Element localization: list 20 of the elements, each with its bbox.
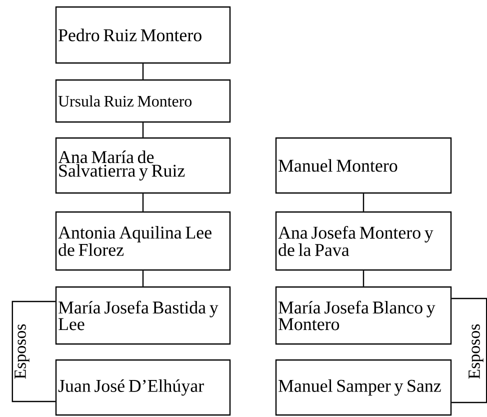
connector-line xyxy=(362,270,364,286)
connector-line xyxy=(362,194,364,212)
connector-line xyxy=(142,64,144,80)
person-box: Ana María de Salvatierra y Ruiz xyxy=(55,137,231,194)
bracket-line xyxy=(12,300,56,402)
person-box: María Josefa Blanco y Montero xyxy=(275,286,452,345)
person-box: Ursula Ruiz Montero xyxy=(55,79,231,123)
edge-label: Esposos xyxy=(14,322,30,380)
bracket-line xyxy=(452,298,487,404)
person-box: Manuel Samper y Sanz xyxy=(275,359,452,416)
edge-label: Esposos xyxy=(468,322,484,380)
person-box: Juan José D’Elhúyar xyxy=(55,359,231,416)
connector-line xyxy=(142,122,144,138)
person-box: Manuel Montero xyxy=(275,137,452,194)
person-box: María Josefa Bastida y Lee xyxy=(55,286,231,345)
connector-line xyxy=(142,270,144,286)
person-box: Pedro Ruiz Montero xyxy=(55,6,231,64)
person-box: Antonia Aquilina Lee de Florez xyxy=(55,211,231,271)
person-box: Ana Josefa Montero y de la Pava xyxy=(275,211,452,271)
connector-line xyxy=(142,194,144,212)
